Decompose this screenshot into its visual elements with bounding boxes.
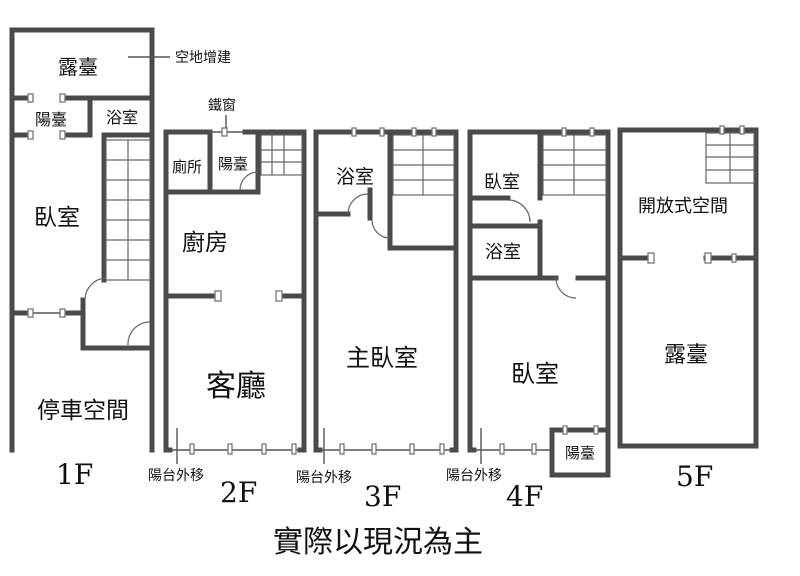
floor-label-1f: 1F: [56, 458, 93, 491]
floor-label-3f: 3F: [364, 480, 401, 513]
room-5f-open-space: 開放式空間: [638, 196, 728, 217]
room-4f-small-bedroom: 臥室: [484, 172, 520, 193]
floor-label-2f: 2F: [220, 476, 257, 509]
room-2f-toilet: 廁所: [172, 158, 202, 176]
room-4f-bath: 浴室: [485, 242, 521, 263]
room-2f-living: 客廳: [206, 369, 266, 404]
room-1f-bath: 浴室: [106, 108, 138, 127]
room-1f-balcony: 陽臺: [35, 110, 67, 129]
floor-4f-plan: [467, 127, 611, 478]
floor-3f-plan: [313, 127, 459, 464]
note-3f-balcony-moved: 陽台外移: [296, 470, 352, 486]
room-1f-bedroom: 臥室: [34, 205, 80, 231]
note-2f-balcony-moved: 陽台外移: [148, 468, 204, 484]
room-5f-terrace: 露臺: [664, 343, 708, 368]
room-3f-master-bedroom: 主臥室: [346, 344, 418, 372]
room-1f-terrace: 露臺: [58, 55, 98, 79]
floor-2f-plan: [163, 115, 307, 464]
note-4f-balcony-moved: 陽台外移: [446, 468, 502, 484]
floor-label-4f: 4F: [506, 480, 543, 513]
floor-5f-plan: [617, 125, 759, 449]
room-3f-bath: 浴室: [336, 166, 374, 188]
disclaimer-caption: 實際以現況為主: [273, 525, 483, 560]
room-2f-kitchen: 廚房: [182, 230, 228, 256]
floor-1f-plan: [9, 27, 170, 453]
floor-label-5f: 5F: [676, 460, 713, 493]
room-4f-balcony: 陽臺: [565, 444, 595, 462]
room-2f-balcony: 陽臺: [218, 155, 248, 173]
room-4f-bedroom: 臥室: [511, 360, 559, 388]
note-addition: 空地增建: [175, 50, 231, 66]
note-iron-window: 鐵窗: [208, 97, 236, 114]
room-1f-parking: 停車空間: [37, 398, 129, 424]
